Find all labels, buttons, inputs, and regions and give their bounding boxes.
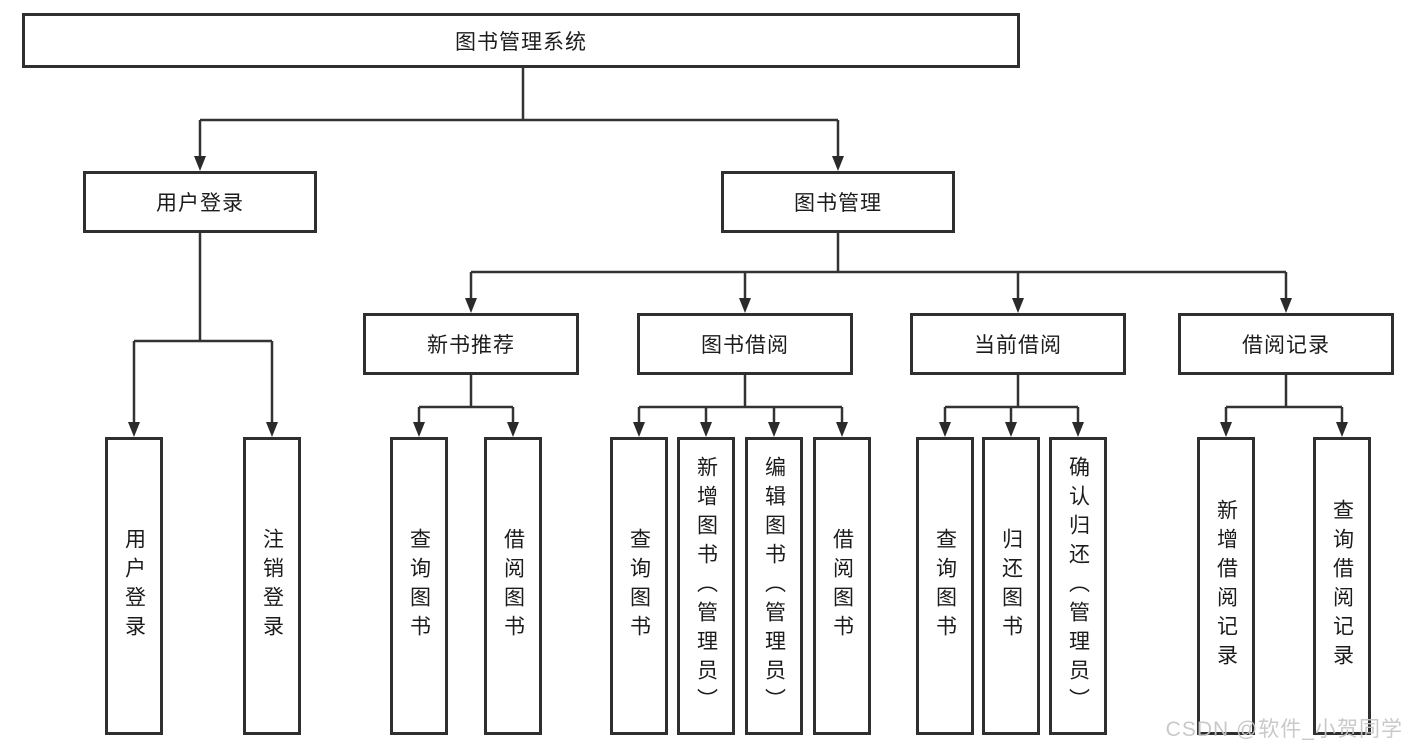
- leaf-return-books: 归还图书: [982, 437, 1040, 735]
- leaf-logout: 注销登录: [243, 437, 301, 735]
- leaf-logout-label: 注销登录: [260, 528, 284, 644]
- leaf-query-books-2: 查询图书: [610, 437, 668, 735]
- leaf-query-books-1: 查询图书: [390, 437, 448, 735]
- leaf-query-borrow-record: 查询借阅记录: [1313, 437, 1371, 735]
- leaf-add-books-admin-label: 新增图书（管理员）: [694, 455, 718, 717]
- node-library-system-label: 图书管理系统: [455, 30, 587, 54]
- node-borrowing-records-label: 借阅记录: [1242, 334, 1330, 357]
- node-new-book-recommend: 新书推荐: [363, 313, 579, 375]
- leaf-borrow-books-1: 借阅图书: [484, 437, 542, 735]
- leaf-add-books-admin: 新增图书（管理员）: [677, 437, 735, 735]
- leaf-user-login: 用户登录: [105, 437, 163, 735]
- node-new-book-recommend-label: 新书推荐: [427, 334, 515, 357]
- leaf-borrow-books-1-label: 借阅图书: [501, 528, 525, 644]
- leaf-confirm-return-admin: 确认归还（管理员）: [1049, 437, 1107, 735]
- leaf-return-books-label: 归还图书: [999, 528, 1023, 644]
- leaf-borrow-books-2: 借阅图书: [813, 437, 871, 735]
- csdn-watermark: CSDN @软件_小贺同学: [1165, 718, 1403, 741]
- leaf-query-books-3: 查询图书: [916, 437, 974, 735]
- node-book-borrowing: 图书借阅: [637, 313, 853, 375]
- leaf-add-borrow-record: 新增借阅记录: [1197, 437, 1255, 735]
- node-book-management-label: 图书管理: [794, 192, 882, 215]
- leaf-borrow-books-2-label: 借阅图书: [830, 528, 854, 644]
- leaf-query-books-3-label: 查询图书: [933, 528, 957, 644]
- leaf-query-books-1-label: 查询图书: [407, 528, 431, 644]
- leaf-add-borrow-record-label: 新增借阅记录: [1214, 499, 1238, 673]
- node-library-system: 图书管理系统: [22, 13, 1020, 68]
- leaf-query-borrow-record-label: 查询借阅记录: [1330, 499, 1354, 673]
- leaf-confirm-return-admin-label: 确认归还（管理员）: [1066, 455, 1090, 717]
- leaf-edit-books-admin-label: 编辑图书（管理员）: [762, 455, 786, 717]
- node-borrowing-records: 借阅记录: [1178, 313, 1394, 375]
- leaf-query-books-2-label: 查询图书: [627, 528, 651, 644]
- node-user-login-label: 用户登录: [156, 192, 244, 215]
- leaf-edit-books-admin: 编辑图书（管理员）: [745, 437, 803, 735]
- leaf-user-login-label: 用户登录: [122, 528, 146, 644]
- node-book-borrowing-label: 图书借阅: [701, 334, 789, 357]
- node-book-management: 图书管理: [721, 171, 955, 233]
- node-user-login: 用户登录: [83, 171, 317, 233]
- node-current-borrowing-label: 当前借阅: [974, 334, 1062, 357]
- node-current-borrowing: 当前借阅: [910, 313, 1126, 375]
